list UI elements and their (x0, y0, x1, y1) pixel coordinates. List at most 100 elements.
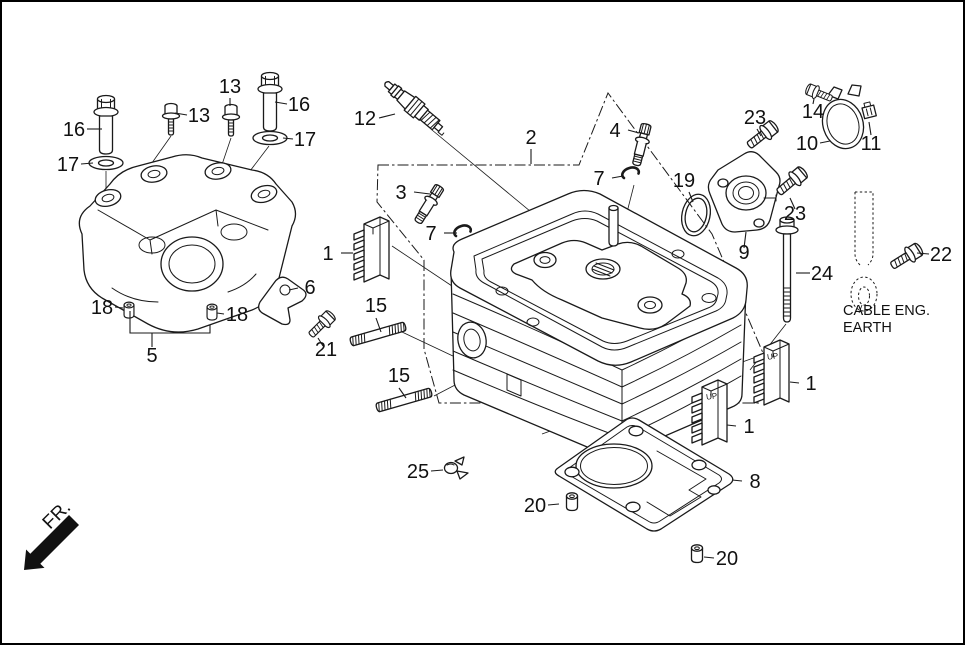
part-callout-13: 13 (188, 105, 210, 127)
head-assy-boundary (376, 91, 773, 404)
part-callout-25: 25 (407, 461, 429, 483)
part-callout-22: 22 (930, 244, 952, 266)
callout-leader-line (375, 317, 382, 333)
clamp-band-part (821, 84, 865, 150)
bolt-21 (304, 307, 339, 342)
part-callout-20: 20 (524, 495, 546, 517)
callout-leader-line (547, 503, 560, 506)
cylinder-head-part (450, 189, 748, 457)
part-callout-7: 7 (425, 223, 436, 245)
bolt-16-right (257, 71, 283, 132)
callout-leader-line (819, 140, 831, 144)
part-callout-4: 4 (609, 120, 620, 142)
screw-13-left (161, 102, 181, 136)
spark-plug-part (384, 81, 445, 136)
part-callout-24: 24 (811, 263, 833, 285)
callout-leader-line (812, 98, 815, 105)
callout-leader-line (378, 113, 396, 119)
part-callout-13: 13 (219, 76, 241, 98)
cable-note-line-1: CABLE ENG. (843, 303, 930, 319)
callout-leader-line (398, 387, 407, 399)
callout-leader-line (756, 128, 762, 137)
washer-7-right (620, 166, 641, 180)
callout-leader-line (174, 112, 188, 116)
part-callout-1: 1 (805, 373, 816, 395)
callout-leader-line (288, 287, 299, 291)
part-callout-10: 10 (796, 133, 818, 155)
callout-leader-line (114, 306, 124, 309)
screw-13-right (221, 103, 241, 137)
dowel-pin-18-left (123, 301, 135, 319)
callout-leader-line (413, 191, 431, 195)
stud-3 (410, 181, 447, 227)
part-callout-18: 18 (91, 297, 113, 319)
o-ring-19 (680, 193, 712, 237)
engine-earth-cable (850, 191, 878, 312)
bolt-22 (886, 240, 926, 274)
callout-leader-line (703, 556, 715, 559)
callout-leader-line (430, 469, 444, 472)
part-callout-17: 17 (294, 129, 316, 151)
dowel-pin-18-right (206, 303, 218, 321)
part-callout-15: 15 (388, 365, 410, 387)
part-callout-17: 17 (57, 154, 79, 176)
callout-leader-line (611, 175, 624, 179)
fr-direction-arrow (24, 515, 79, 570)
dowel-pin-20-bottom (690, 544, 704, 564)
callout-leader-line (726, 424, 737, 427)
stud-4 (628, 121, 654, 168)
part-callout-15: 15 (365, 295, 387, 317)
cylinder-head-cover-part (78, 154, 297, 333)
stud-15-upper (348, 321, 408, 347)
callout-leader-line (916, 252, 930, 255)
long-bolt-24 (775, 216, 799, 323)
part-callout-9: 9 (738, 242, 749, 264)
part-callout-3: 3 (395, 182, 406, 204)
callout-leader-line (274, 101, 288, 105)
fin-rubber-1-left (353, 216, 390, 283)
part-callout-11: 11 (861, 133, 882, 155)
part-callout-6: 6 (304, 277, 315, 299)
callout-leader-line (731, 479, 743, 482)
stud-15-lower (374, 387, 434, 413)
up-mark-middle-rubber: UP (706, 391, 718, 401)
washer-17-left (88, 155, 124, 171)
part-callout-16: 16 (288, 94, 310, 116)
clip-25 (443, 456, 469, 480)
callout-leader-line (129, 311, 211, 334)
part-callout-8: 8 (749, 471, 760, 493)
part-callout-21: 21 (315, 339, 337, 361)
callout-leader-line (688, 191, 694, 203)
bolt-16-left (93, 94, 119, 155)
part-callout-7: 7 (593, 168, 604, 190)
callout-leader-line (743, 231, 747, 249)
callout-leader-line (868, 121, 872, 136)
nut-clip-11 (861, 101, 877, 120)
part-callout-5: 5 (146, 345, 157, 367)
part-callout-18: 18 (226, 304, 248, 326)
intake-pipe-part (707, 151, 781, 233)
part-callout-20: 20 (716, 548, 738, 570)
part-callout-1: 1 (322, 243, 333, 265)
fin-rubber-1-right (753, 339, 790, 406)
dowel-pin-20-left (565, 492, 579, 512)
part-callout-12: 12 (354, 108, 376, 130)
part-callout-19: 19 (673, 170, 695, 192)
head-gasket-part (554, 417, 734, 532)
part-callout-23: 23 (784, 203, 806, 225)
part-callout-14: 14 (802, 101, 824, 123)
callout-leader-line (789, 381, 800, 384)
callout-leader-line (80, 162, 94, 165)
callout-leader-line (627, 129, 640, 134)
part-callout-2: 2 (525, 127, 536, 149)
washer-7-left (452, 224, 473, 238)
callout-leader-line (789, 197, 796, 210)
callout-leader-line (317, 337, 324, 347)
callout-leader-line (282, 137, 294, 140)
part-callout-23: 23 (744, 107, 766, 129)
up-mark-right-rubber: UP (767, 351, 779, 361)
callout-leader-line (216, 312, 225, 315)
